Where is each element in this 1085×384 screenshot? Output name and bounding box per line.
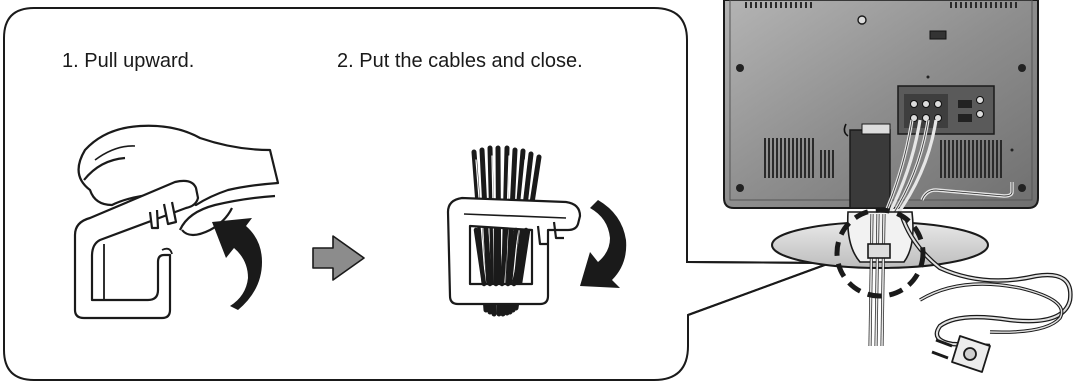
power-plug-icon <box>931 335 991 373</box>
cable-clamp-highlight <box>834 207 926 299</box>
power-cord-icon <box>868 213 1073 349</box>
cable-clamp-closed-icon <box>446 196 582 306</box>
step-2-instruction: 2. Put the cables and close. <box>337 50 583 72</box>
callout-panel <box>3 7 831 381</box>
cable-bundle-inside <box>473 227 529 287</box>
step-1-instruction: 1. Pull upward. <box>62 50 195 72</box>
tv-rear-panel-icon <box>723 0 1039 217</box>
next-step-arrow-icon <box>312 235 365 281</box>
cable-clamp-open-icon <box>73 179 200 320</box>
rotate-up-arrow-icon <box>212 218 262 310</box>
tv-stand-icon <box>771 211 989 269</box>
finger-icon <box>77 124 280 237</box>
rotate-down-arrow-icon <box>580 200 627 288</box>
callout-leader-lines <box>686 261 831 316</box>
